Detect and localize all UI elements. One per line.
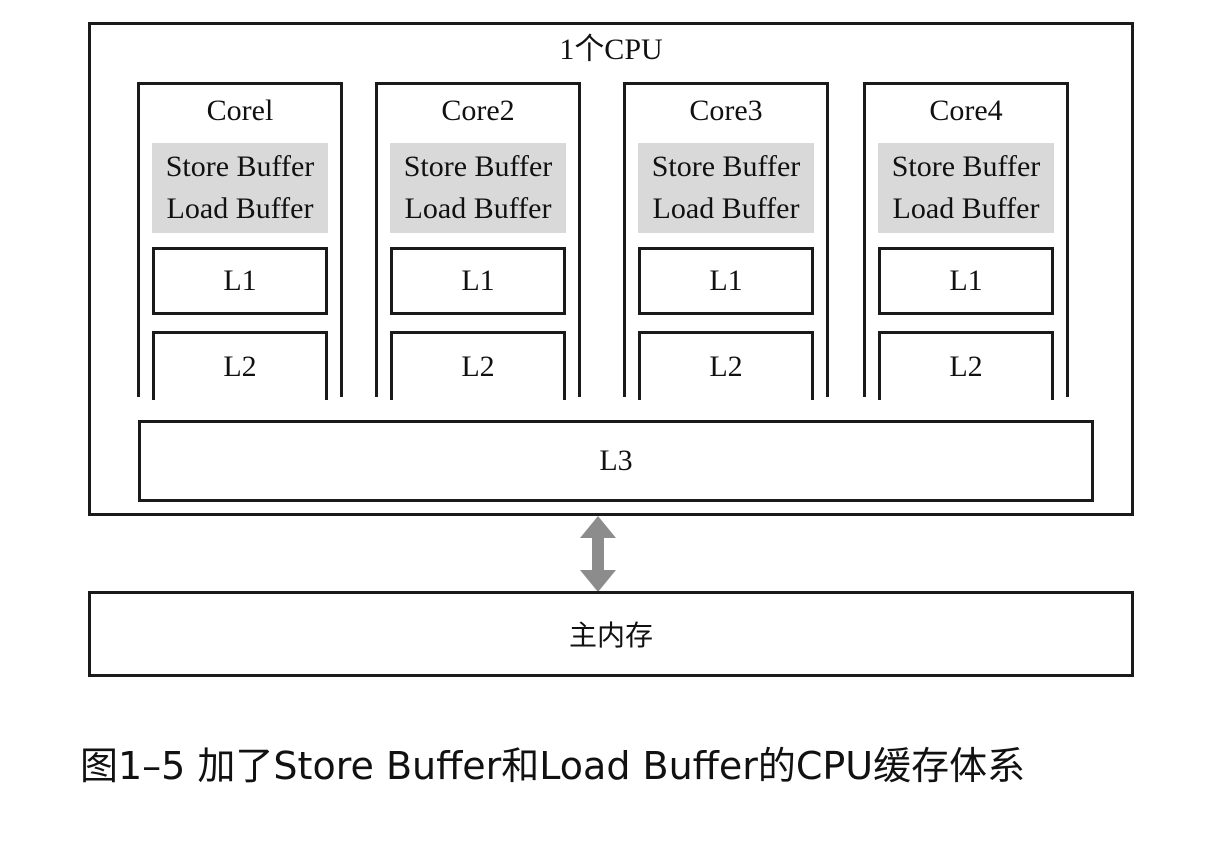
buffers-block: Store Buffer Load Buffer xyxy=(638,143,814,233)
buffers-block: Store Buffer Load Buffer xyxy=(878,143,1054,233)
core-title: Core3 xyxy=(689,94,763,127)
l2-cache: L2 xyxy=(152,331,328,400)
buffers-block: Store Buffer Load Buffer xyxy=(390,143,566,233)
core-title: Core4 xyxy=(929,94,1003,127)
l2-cache: L2 xyxy=(390,331,566,400)
store-buffer-label: Store Buffer xyxy=(651,150,801,183)
buffers-block: Store Buffer Load Buffer xyxy=(152,143,328,233)
main-memory: 主内存 xyxy=(88,591,1134,677)
bidirectional-arrow-icon xyxy=(580,516,616,592)
core-2: Core2 Store Buffer Load Buffer L1 L2 xyxy=(375,82,581,400)
load-buffer-label: Load Buffer xyxy=(166,192,314,225)
core-title: Core2 xyxy=(441,94,515,127)
l3-cache: L3 xyxy=(138,420,1094,502)
l1-cache: L1 xyxy=(878,247,1054,315)
l2-cache: L2 xyxy=(878,331,1054,400)
core-4: Core4 Store Buffer Load Buffer L1 L2 xyxy=(863,82,1069,400)
core-title: Corel xyxy=(206,94,274,127)
core-1: Corel Store Buffer Load Buffer L1 L2 xyxy=(137,82,343,400)
load-buffer-label: Load Buffer xyxy=(404,192,552,225)
load-buffer-label: Load Buffer xyxy=(652,192,800,225)
store-buffer-label: Store Buffer xyxy=(165,150,315,183)
arrow-shape xyxy=(580,516,616,592)
core-3: Core3 Store Buffer Load Buffer L1 L2 xyxy=(623,82,829,400)
store-buffer-label: Store Buffer xyxy=(891,150,1041,183)
figure-caption: 图1–5 加了Store Buffer和Load Buffer的CPU缓存体系 xyxy=(80,744,1026,788)
l1-cache: L1 xyxy=(638,247,814,315)
cpu-title: 1个CPU xyxy=(559,33,663,66)
l2-cache: L2 xyxy=(638,331,814,400)
load-buffer-label: Load Buffer xyxy=(892,192,1040,225)
l1-cache: L1 xyxy=(390,247,566,315)
store-buffer-label: Store Buffer xyxy=(403,150,553,183)
l1-cache: L1 xyxy=(152,247,328,315)
